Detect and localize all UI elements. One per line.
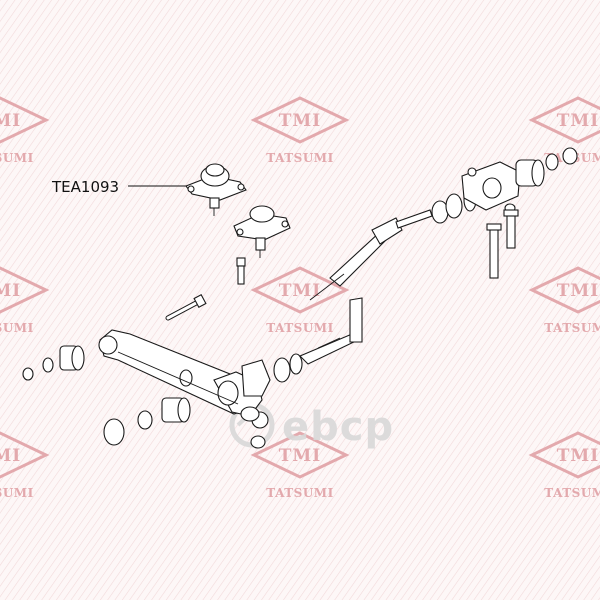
tmi-watermark-logo: TMI TATSUMI — [250, 431, 350, 500]
tmi-logo-text: TMI — [279, 281, 321, 301]
bracket-bolts — [486, 209, 519, 279]
tatsumi-brand-text: TATSUMI — [544, 321, 600, 335]
tmi-diamond-icon — [0, 96, 50, 144]
tmi-watermark-logo: TMI TATSUMI — [250, 266, 350, 335]
bushing-set-lower — [103, 397, 191, 446]
tmi-logo-text: TMI — [0, 281, 21, 301]
tmi-diamond-icon — [528, 431, 600, 479]
tmi-logo-text: TMI — [279, 111, 321, 131]
tatsumi-brand-text: TATSUMI — [266, 486, 333, 500]
tmi-watermark-logo: TMI TATSUMI — [528, 266, 600, 335]
callout-part-number: TEA1093 — [51, 178, 119, 196]
ball-joint-upper-2 — [233, 205, 291, 258]
tmi-watermark-logo: TMI TATSUMI — [0, 431, 50, 500]
ball-joint-upper-1 — [185, 163, 247, 216]
tmi-logo-text: TMI — [279, 446, 321, 466]
strut-rod — [299, 297, 363, 365]
tmi-diamond-icon — [528, 96, 600, 144]
tmi-diamond-icon — [0, 431, 50, 479]
bushing-set-center — [241, 353, 303, 449]
tmi-diamond-icon — [528, 266, 600, 314]
tatsumi-brand-text: TATSUMI — [0, 486, 34, 500]
tmi-diamond-icon — [250, 266, 350, 314]
tension-rod — [309, 209, 433, 301]
tension-rod-bracket — [461, 161, 521, 211]
long-bolt — [165, 293, 207, 321]
tmi-watermark-logo: TMI TATSUMI — [528, 431, 600, 500]
tmi-logo-text: TMI — [0, 446, 21, 466]
tatsumi-brand-text: TATSUMI — [0, 151, 34, 165]
tmi-logo-text: TMI — [0, 111, 21, 131]
tatsumi-brand-text: TATSUMI — [266, 151, 333, 165]
tmi-logo-text: TMI — [557, 111, 599, 131]
shop-watermark-text: ebcp — [282, 404, 394, 450]
tmi-watermark-logo: TMI TATSUMI — [0, 96, 50, 165]
tatsumi-brand-text: TATSUMI — [0, 321, 34, 335]
center-nut — [240, 406, 260, 422]
tmi-watermark-logo: TMI TATSUMI — [250, 96, 350, 165]
tmi-watermark-logo: TMI TATSUMI — [0, 266, 50, 335]
tmi-logo-text: TMI — [557, 446, 599, 466]
lower-control-arm — [98, 329, 263, 417]
tmi-logo-text: TMI — [557, 281, 599, 301]
tmi-diamond-icon — [0, 266, 50, 314]
bushing-set-left — [22, 345, 85, 381]
tatsumi-brand-text: TATSUMI — [266, 321, 333, 335]
tatsumi-brand-text: TATSUMI — [544, 486, 600, 500]
tmi-diamond-icon — [250, 431, 350, 479]
small-bolt — [236, 257, 246, 285]
tmi-diamond-icon — [250, 96, 350, 144]
